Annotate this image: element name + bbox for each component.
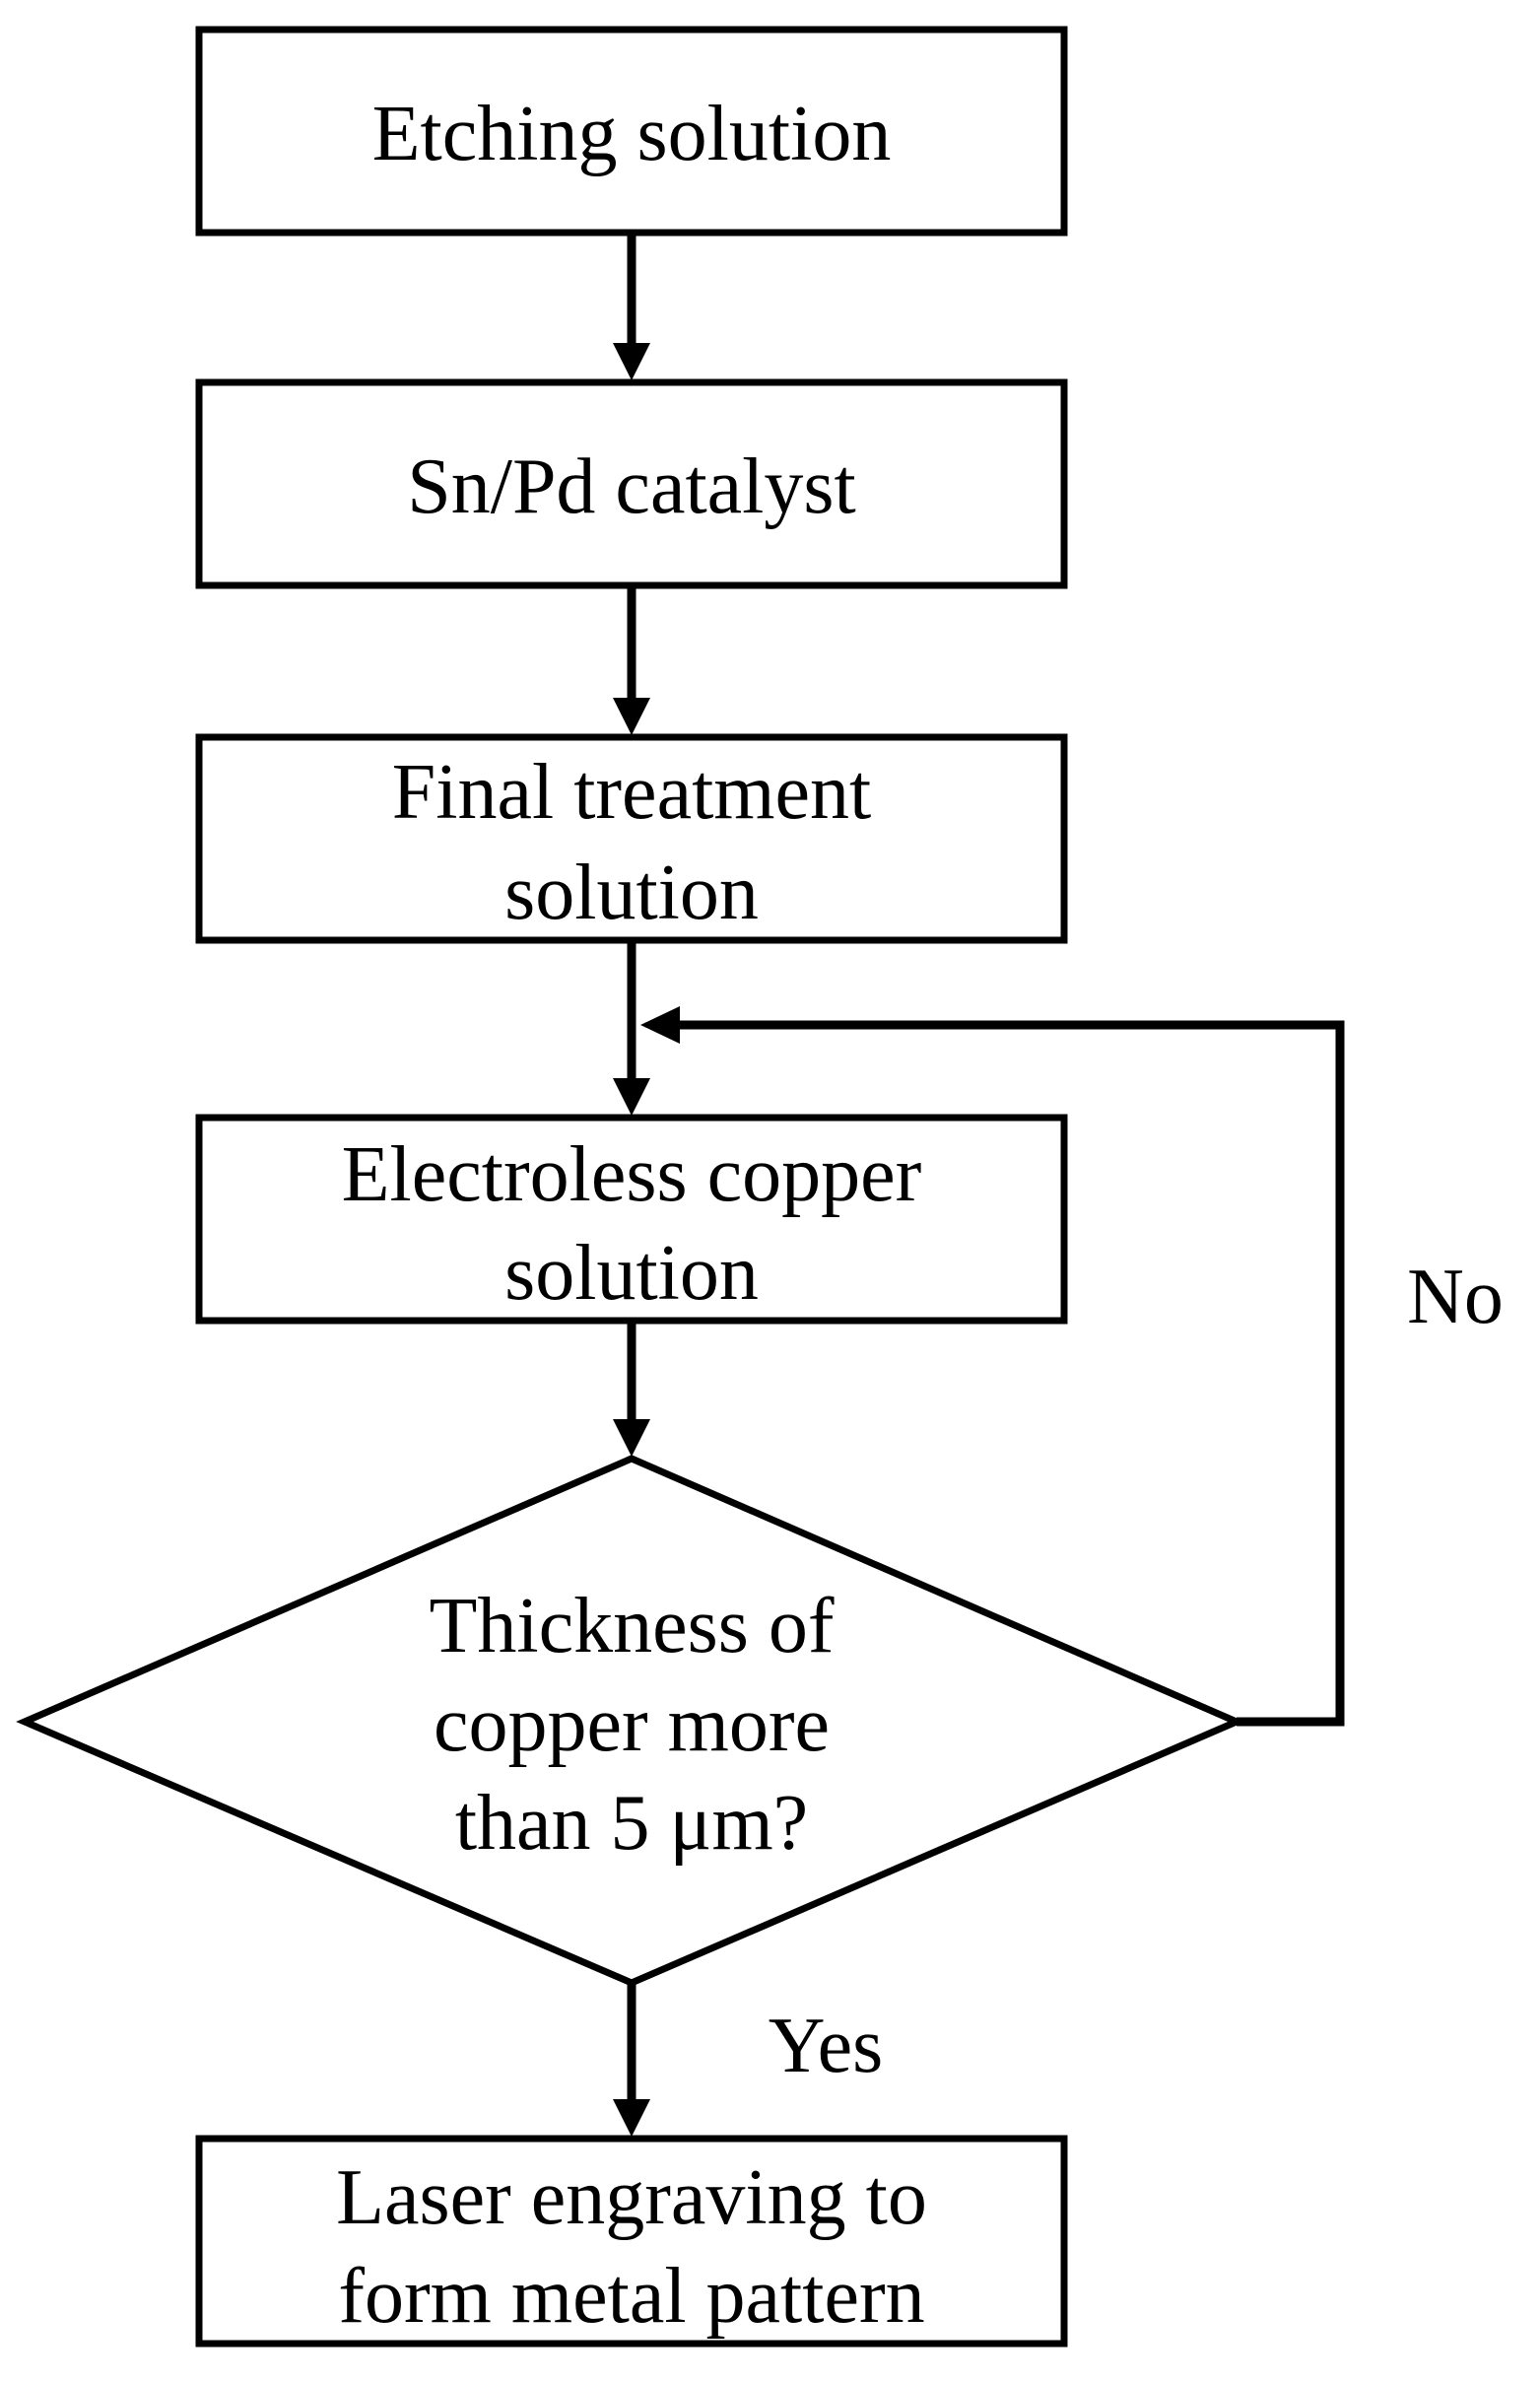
arrowhead-laser-engraving — [613, 2099, 650, 2137]
connector-no-loop — [680, 1020, 1345, 1727]
decision-label-line3: than 5 μm? — [455, 1780, 808, 1867]
decision-label-line1: Thickness of — [429, 1583, 834, 1669]
step-label-laser-engraving-line2: form metal pattern — [338, 2253, 924, 2340]
step-label-catalyst: Sn/Pd catalyst — [407, 443, 856, 530]
step-box-laser-engraving — [195, 2135, 1068, 2348]
step-label-laser-engraving-line1: Laser engraving to — [336, 2154, 927, 2241]
arrowhead-catalyst — [613, 343, 650, 380]
step-label-etching: Etching solution — [372, 91, 892, 177]
yes-branch-label: Yes — [769, 2003, 883, 2089]
arrowhead-decision — [613, 1419, 650, 1457]
step-label-final-treatment-line2: solution — [504, 850, 759, 936]
arrowhead-no-loop — [640, 1006, 680, 1044]
step-label-final-treatment-line1: Final treatment — [392, 749, 872, 836]
arrowhead-electroless-copper — [613, 1078, 650, 1116]
no-branch-label: No — [1407, 1254, 1504, 1340]
step-box-final-treatment — [195, 733, 1068, 944]
arrowhead-final-treatment — [613, 698, 650, 735]
step-box-electroless-copper — [195, 1114, 1068, 1325]
step-box-etching — [195, 26, 1068, 237]
step-label-electroless-copper-line2: solution — [504, 1230, 759, 1317]
step-label-electroless-copper-line1: Electroless copper — [342, 1131, 922, 1218]
step-box-catalyst — [195, 378, 1068, 589]
decision-label-line2: copper more — [434, 1681, 830, 1768]
